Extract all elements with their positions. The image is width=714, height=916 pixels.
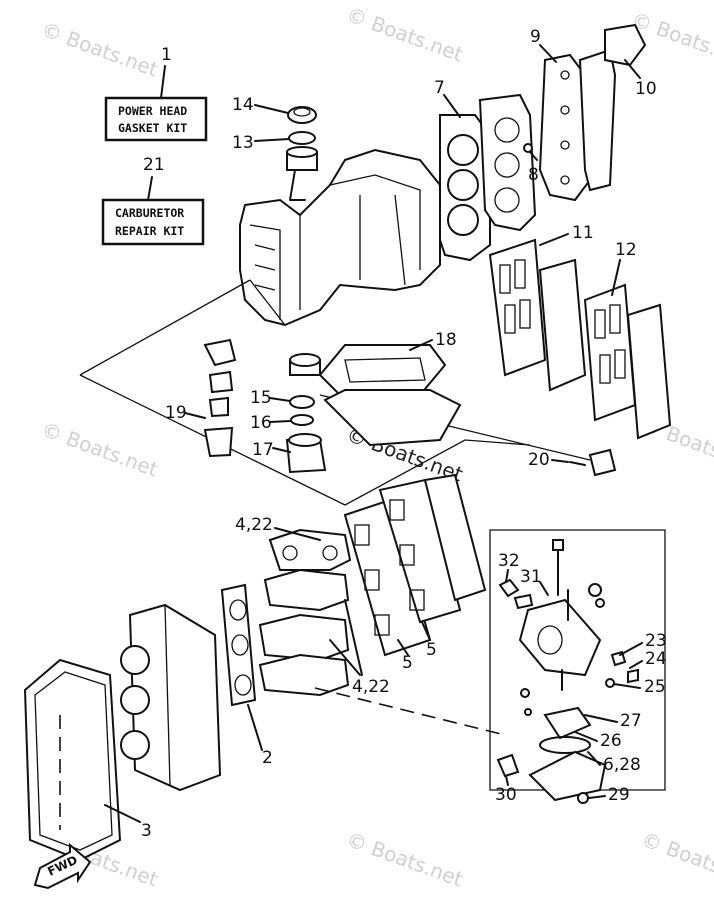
- callout-19: 19: [165, 403, 187, 423]
- watermark: © Boats.net: [38, 417, 161, 481]
- part-5-intake-gasket-rear[interactable]: 5: [378, 478, 462, 660]
- part-8-bolt[interactable]: 8: [523, 143, 539, 185]
- part-13-o-ring[interactable]: 13: [232, 131, 316, 153]
- watermark: © Boats.net: [638, 827, 714, 891]
- part-2-manifold-gasket[interactable]: 2: [220, 583, 273, 768]
- bearing-housing: [286, 146, 318, 171]
- callout-23: 23: [645, 631, 667, 651]
- part-17-bearing-housing[interactable]: 17: [252, 433, 327, 474]
- callout-26: 26: [600, 731, 622, 751]
- part-24-jet[interactable]: 24: [629, 649, 667, 669]
- power-head-kit-box: [104, 96, 208, 142]
- callout-25: 25: [644, 677, 666, 697]
- reed-plates: [423, 473, 487, 602]
- watermark: © Boats.net: [343, 2, 466, 66]
- part-18-base-gasket[interactable]: 18: [318, 330, 462, 447]
- part-4-22-reed-valve-lower[interactable]: 4,22: [329, 599, 390, 697]
- callout-14: 14: [232, 95, 254, 115]
- intake-silencer: [120, 603, 222, 792]
- callout-21: 21: [143, 155, 165, 175]
- callout-31: 31: [520, 567, 542, 587]
- carburetor-kit-line2: REPAIR KIT: [115, 224, 184, 238]
- power-head-kit-line2: GASKET KIT: [118, 121, 187, 135]
- callout-32: 32: [498, 551, 520, 571]
- part-15-seal[interactable]: 15: [250, 388, 315, 409]
- part-10-thermostat-cover[interactable]: 10: [604, 23, 657, 99]
- part-6-28-gasket[interactable]: 6,28: [587, 751, 641, 775]
- callout-7: 7: [434, 78, 445, 98]
- callout-15: 15: [250, 388, 272, 408]
- part-20-anode[interactable]: 20: [528, 448, 617, 477]
- cylinder-head-cover-2: [578, 48, 617, 192]
- part-29-screw[interactable]: 29: [588, 785, 630, 805]
- carburetor-kit-box: [101, 198, 205, 246]
- outer-exhaust-cover: [626, 303, 672, 440]
- callout-27: 27: [620, 711, 642, 731]
- callout-4-22: 4,22: [352, 677, 390, 697]
- part-4-22-reed-valve-upper[interactable]: 4,22: [235, 515, 352, 571]
- callout-20: 20: [528, 450, 550, 470]
- part-31-needle[interactable]: 31: [520, 567, 549, 596]
- part-25-screw[interactable]: 25: [613, 677, 666, 697]
- part-19-fitting[interactable]: 19: [165, 338, 237, 458]
- callout-6-28: 6,28: [603, 755, 641, 775]
- carburetor-repair-kit[interactable]: 21 CARBURETOR REPAIR KIT: [101, 155, 205, 246]
- intake-manifold: [258, 568, 350, 697]
- carburetor-frame: [489, 529, 666, 791]
- callout-4-22: 4,22: [235, 515, 273, 535]
- part-23-jet[interactable]: 23: [619, 631, 667, 656]
- callout-13: 13: [232, 133, 254, 153]
- carburetor-kit-line1: CARBURETOR: [115, 206, 184, 220]
- callout-11: 11: [572, 223, 594, 243]
- callout-12: 12: [615, 240, 637, 260]
- watermark: © Boats.net: [38, 17, 161, 81]
- callout-5: 5: [402, 653, 413, 673]
- callout-3: 3: [141, 821, 152, 841]
- carburetor-link-line: [314, 687, 506, 736]
- part-3-silencer-gasket[interactable]: 3: [23, 658, 152, 862]
- part-30-drain-screw[interactable]: 30: [495, 775, 517, 805]
- callout-29: 29: [608, 785, 630, 805]
- exhaust-cover: [538, 258, 587, 392]
- callout-8: 8: [528, 165, 539, 185]
- callout-16: 16: [250, 413, 272, 433]
- callout-10: 10: [635, 79, 657, 99]
- crankcase-parts: [289, 353, 321, 376]
- part-14-oil-seal[interactable]: 14: [232, 95, 317, 124]
- callout-17: 17: [252, 440, 274, 460]
- callout-5: 5: [426, 640, 437, 660]
- callout-1: 1: [161, 45, 172, 65]
- callout-24: 24: [645, 649, 667, 669]
- cylinder-head-cover: [478, 93, 537, 232]
- part-26-float[interactable]: 26: [574, 731, 622, 751]
- part-16-o-ring[interactable]: 16: [250, 413, 314, 433]
- callout-18: 18: [435, 330, 457, 350]
- part-9-gasket[interactable]: 9: [530, 27, 592, 202]
- callout-9: 9: [530, 27, 541, 47]
- watermark: © Boats.net: [343, 827, 466, 891]
- callout-30: 30: [495, 785, 517, 805]
- power-head-kit-line1: POWER HEAD: [118, 104, 187, 118]
- part-7-head-gasket[interactable]: 7: [434, 78, 491, 262]
- part-11-exhaust-gasket[interactable]: 11: [488, 223, 594, 377]
- part-32-screw[interactable]: 32: [498, 551, 520, 583]
- part-27-pin[interactable]: 27: [584, 711, 642, 731]
- callout-2: 2: [262, 748, 273, 768]
- carburetor-assembly[interactable]: [314, 529, 666, 804]
- power-head-gasket-kit[interactable]: 1 POWER HEAD GASKET KIT: [104, 45, 208, 142]
- engine-block: [239, 148, 441, 327]
